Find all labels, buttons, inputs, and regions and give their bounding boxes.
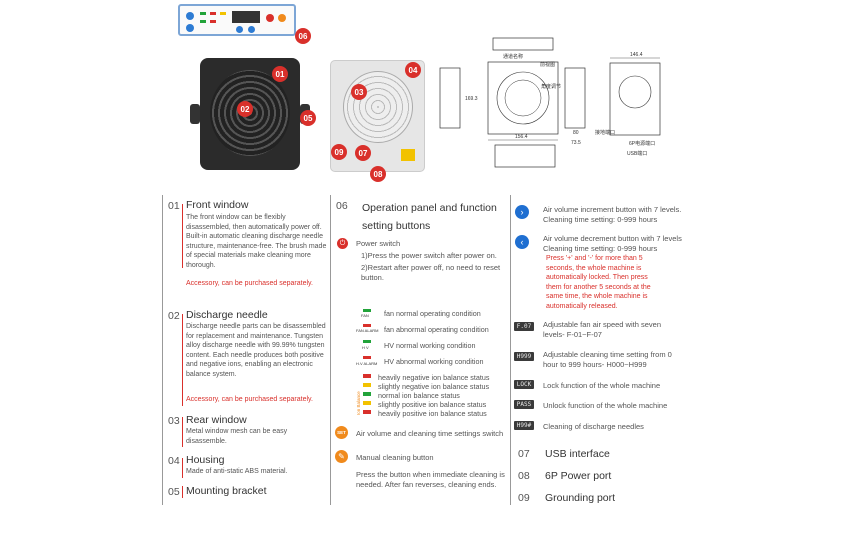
item-05-num: 05 — [168, 486, 180, 498]
item-06-num: 06 — [336, 200, 348, 212]
set-icon: SET — [335, 426, 348, 439]
item-02-num: 02 — [168, 310, 180, 322]
dim-h: 169.3 — [465, 96, 478, 102]
hv-alarm-text: HV abnormal working condition — [384, 357, 484, 366]
badge-07: 07 — [355, 145, 371, 161]
fan-speed-text: Adjustable fan air speed with seven leve… — [543, 320, 661, 339]
badge-06: 06 — [295, 28, 311, 44]
set-text: Air volume and cleaning time settings sw… — [356, 429, 504, 438]
lcd-fan: F.07 — [514, 322, 534, 331]
dim-usb: USB端口 — [627, 150, 647, 157]
technical-drawing: 通道名称 前视图 角度调节 146.4 156.4 80 73.5 169.3 … — [439, 37, 661, 168]
item-01-desc: The front window can be flexibly disasse… — [186, 214, 327, 269]
decrement-text: Air volume decrement button with 7 level… — [543, 234, 682, 253]
fan-normal-led — [363, 309, 371, 312]
ion-led-2 — [363, 383, 371, 387]
clean-desc: Press the button when immediate cleaning… — [356, 470, 505, 489]
cleaning-time-text: Adjustable cleaning time setting from 0 … — [543, 350, 672, 369]
lock-instructions: Press '+' and '-' for more than 5 second… — [546, 255, 651, 310]
dim-rear: 6P电源端口 — [629, 140, 655, 147]
item-01-title: Front window — [186, 199, 249, 211]
ion-balance-label: Ion Balance — [356, 391, 361, 415]
port-07-num: 07 — [518, 448, 530, 460]
ion-status-4: slightly positive ion balance status — [378, 400, 487, 409]
item-06-title: Operation panel and function setting but… — [362, 202, 497, 232]
item-02-note: Accessory, can be purchased separately. — [186, 396, 313, 403]
lcd-lock: LOCK — [514, 380, 534, 389]
fan-alarm-text: fan abnormal operating condition — [384, 325, 489, 334]
badge-03: 03 — [351, 84, 367, 100]
dim-w2: 156.4 — [515, 134, 528, 140]
item-02-desc: Discharge needle parts can be disassembl… — [186, 323, 326, 378]
ion-led-1 — [363, 374, 371, 378]
power-line-1: 1)Press the power switch after power on. — [361, 251, 497, 260]
dim-side2-label: 角度调节 — [541, 83, 561, 90]
item-03-desc: Metal window mesh can be easy disassembl… — [186, 428, 288, 445]
item-04-desc: Made of anti-static ABS material. — [186, 468, 288, 475]
power-icon: ⏻ — [337, 238, 348, 249]
dim-w1: 146.4 — [630, 52, 643, 58]
port-09-num: 09 — [518, 492, 530, 504]
lcd-cleaning: H999 — [514, 352, 534, 361]
fan-normal-label: FAN — [361, 313, 369, 318]
dim-w4: 73.5 — [571, 140, 581, 146]
control-panel-image — [178, 4, 296, 36]
port-08-num: 08 — [518, 470, 530, 482]
hv-normal-label: H V — [362, 345, 369, 350]
dim-w3: 80 — [573, 130, 579, 136]
fan-alarm-led — [363, 324, 371, 327]
item-02-title: Discharge needle — [186, 309, 268, 321]
item-01-note: Accessory, can be purchased separately. — [186, 280, 313, 287]
item-01-num: 01 — [168, 200, 180, 212]
item-03-title: Rear window — [186, 414, 247, 426]
ion-status-2: slightly negative ion balance status — [378, 382, 490, 391]
unlock-text: Unlock function of the whole machine — [543, 401, 668, 410]
hv-normal-text: HV normal working condition — [384, 341, 476, 350]
ion-status-1: heavily negative ion balance status — [378, 373, 490, 382]
item-04-title: Housing — [186, 454, 225, 466]
lcd-needles: H99# — [514, 421, 534, 430]
needles-text: Cleaning of discharge needles — [543, 422, 644, 431]
ion-status-3: normal ion balance status — [378, 391, 460, 400]
clean-title: Manual cleaning button — [356, 453, 434, 462]
ion-led-5 — [363, 410, 371, 414]
increment-text: Air volume increment button with 7 level… — [543, 205, 682, 224]
dim-side-label: 前视图 — [540, 61, 555, 68]
ion-status-5: heavily positive ion balance status — [378, 409, 487, 418]
power-line-2: 2)Restart after power off, no need to re… — [361, 263, 501, 282]
item-04-num: 04 — [168, 455, 180, 467]
ion-led-4 — [363, 401, 371, 405]
hv-alarm-label: H.V ALARM — [356, 361, 378, 366]
badge-02: 02 — [237, 101, 253, 117]
dim-ground: 接地端口 — [595, 129, 615, 136]
lock-text: Lock function of the whole machine — [543, 381, 661, 390]
port-08-label: 6P Power port — [545, 470, 612, 482]
manual-cleaning-icon: ✎ — [335, 450, 348, 463]
badge-04: 04 — [405, 62, 421, 78]
decrement-icon: ‹ — [515, 235, 529, 249]
badge-05: 05 — [300, 110, 316, 126]
power-title: Power switch — [356, 239, 401, 248]
fan-alarm-label: FAN ALARM — [356, 328, 379, 333]
badge-01: 01 — [272, 66, 288, 82]
port-09-label: Grounding port — [545, 492, 616, 504]
fan-normal-text: fan normal operating condition — [384, 309, 481, 318]
rear-unit-image — [330, 60, 425, 172]
lcd-unlock: PASS — [514, 400, 534, 409]
ion-led-3 — [363, 392, 371, 396]
badge-08: 08 — [370, 166, 386, 182]
hv-alarm-led — [363, 356, 371, 359]
dim-top-label: 通道名称 — [503, 53, 523, 60]
item-05-title: Mounting bracket — [186, 485, 267, 497]
increment-icon: › — [515, 205, 529, 219]
hv-normal-led — [363, 340, 371, 343]
item-03-num: 03 — [168, 415, 180, 427]
badge-09: 09 — [331, 144, 347, 160]
port-07-label: USB interface — [545, 448, 610, 460]
